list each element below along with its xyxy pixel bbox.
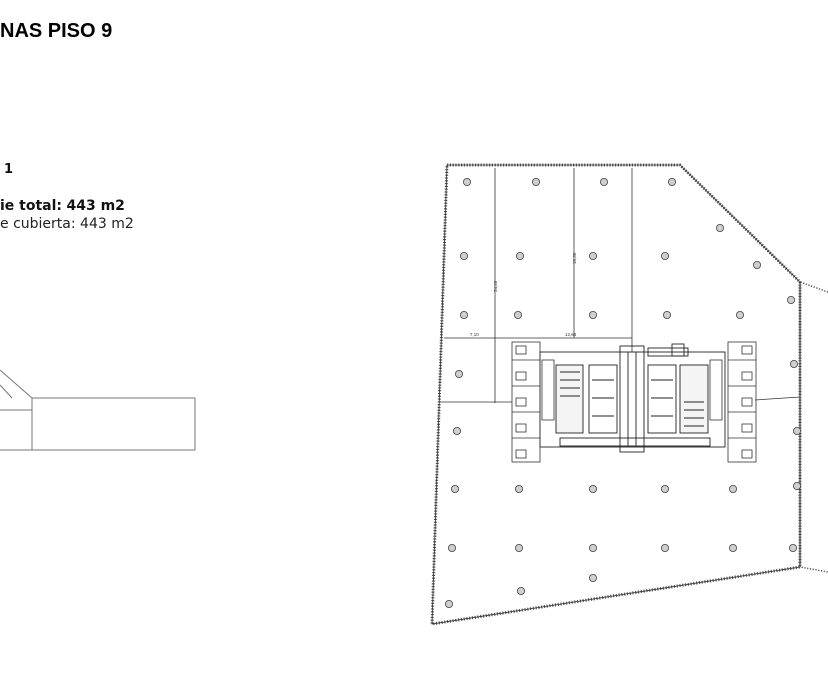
adjacent-building-edge bbox=[799, 280, 828, 573]
dimension-label: 7,10 bbox=[470, 332, 479, 337]
covered-area: e cubierta: 443 m2 bbox=[0, 216, 134, 232]
covered-area-label: e cubierta: bbox=[0, 216, 76, 232]
interior-partitions bbox=[440, 168, 801, 403]
page-title: NAS PISO 9 bbox=[0, 20, 113, 42]
covered-area-value: 443 m2 bbox=[80, 216, 134, 232]
dimension-annotations: 24,48 18,30 7,10 12,68 bbox=[470, 252, 577, 337]
dimension-label: 18,30 bbox=[572, 252, 577, 264]
dimension-label: 24,48 bbox=[493, 280, 498, 292]
total-area: ie total: 443 m2 bbox=[0, 198, 125, 214]
dimension-label: 12,68 bbox=[565, 332, 577, 337]
floor-slab-outline bbox=[430, 163, 802, 626]
building-core bbox=[539, 343, 726, 453]
total-area-label: ie total: bbox=[0, 198, 63, 214]
structural-columns bbox=[444, 177, 802, 609]
key-plan bbox=[0, 369, 196, 451]
unit-number: 1 bbox=[4, 162, 14, 177]
total-area-value: 443 m2 bbox=[66, 198, 125, 214]
restroom-blocks bbox=[511, 341, 757, 463]
